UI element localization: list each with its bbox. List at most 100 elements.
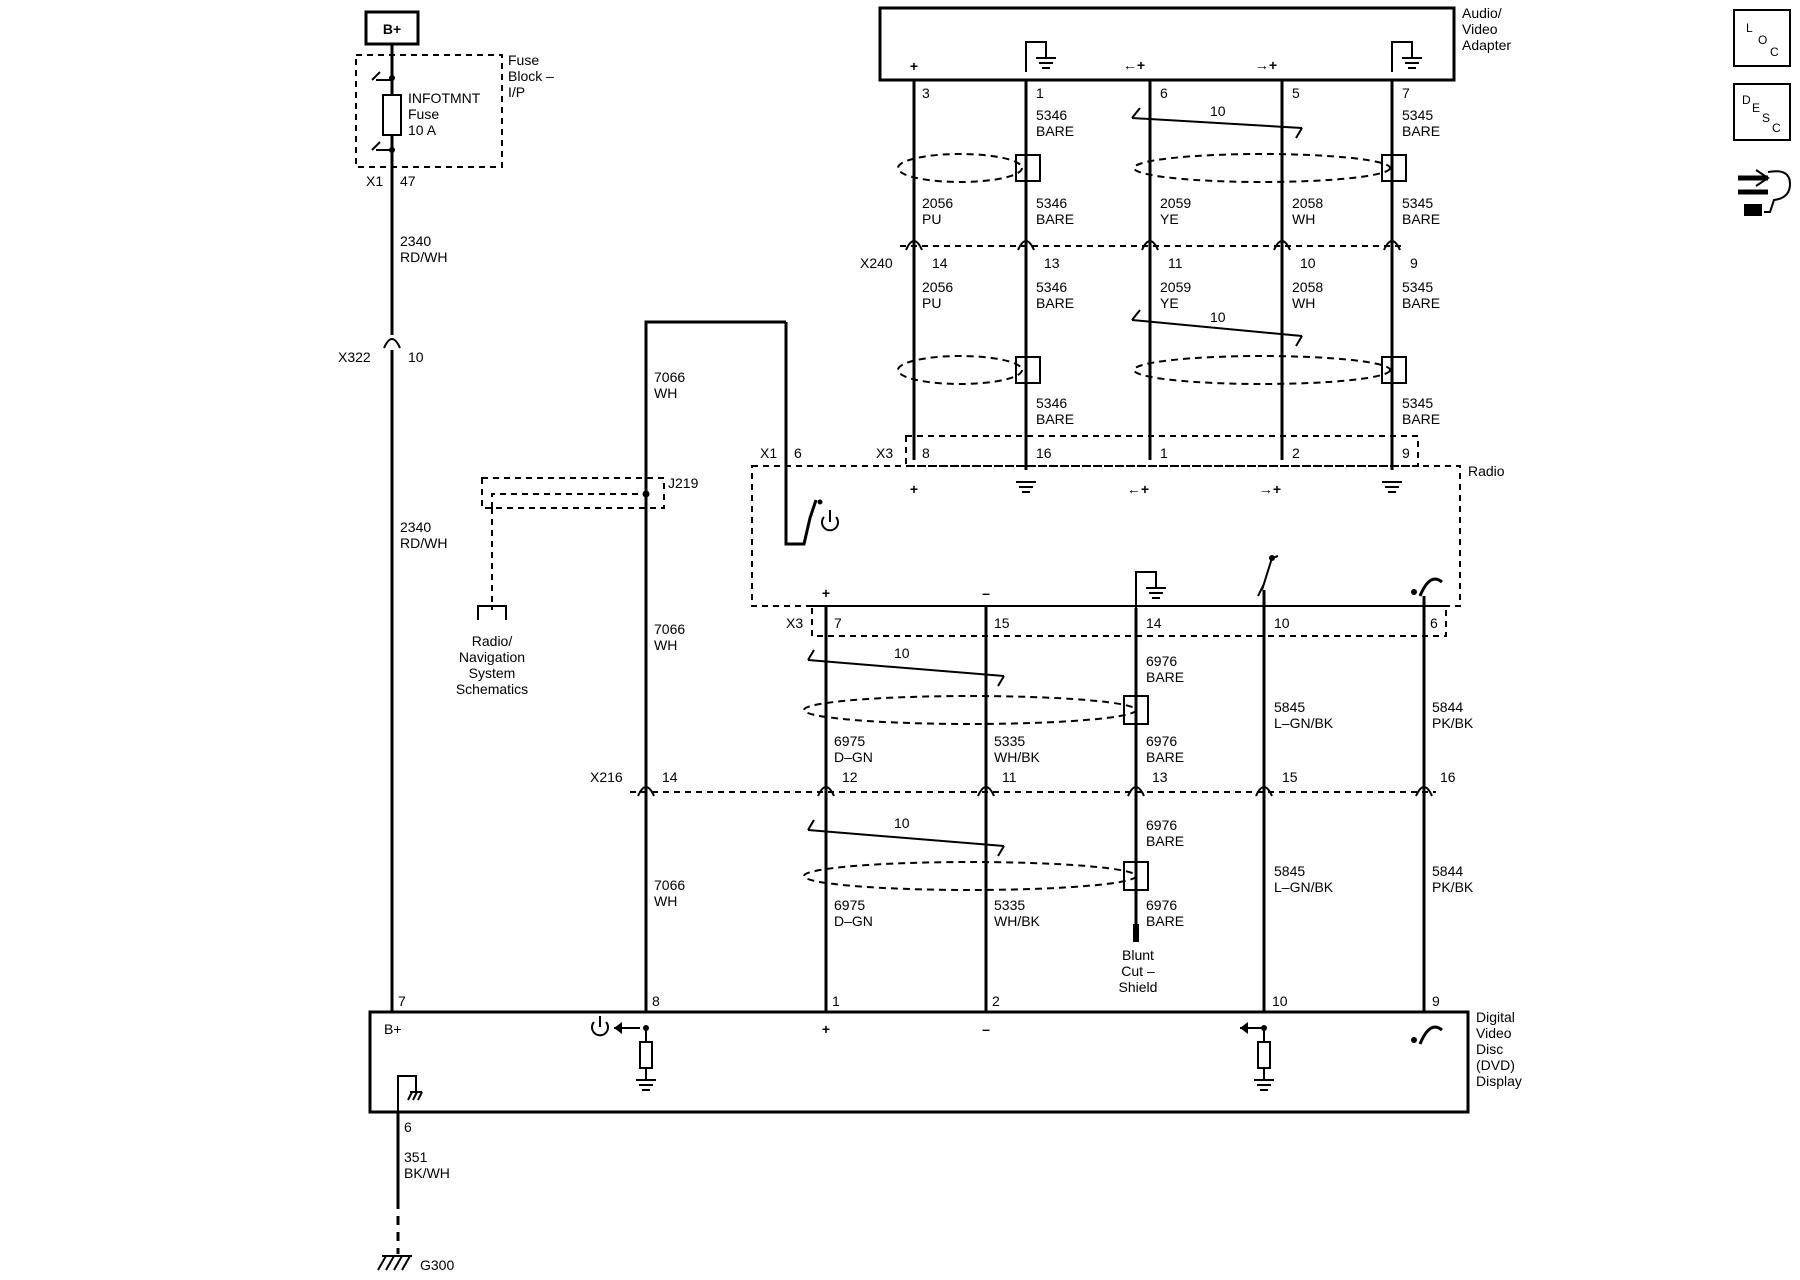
w5346-c-2: BARE bbox=[1036, 411, 1074, 427]
radio-x1-label: X1 bbox=[760, 445, 777, 461]
av-plus-sign: + bbox=[910, 58, 918, 74]
dvd-pin-8: 8 bbox=[652, 993, 660, 1009]
blunt-label-2: Cut – bbox=[1121, 963, 1155, 979]
radio-x3-pin-1: 1 bbox=[1160, 445, 1168, 461]
w2056-a-2: PU bbox=[922, 211, 941, 227]
radio-bottom-plus: + bbox=[822, 585, 830, 601]
twist-count-top: 10 bbox=[1210, 103, 1226, 119]
signal-icon bbox=[1411, 577, 1443, 597]
radio-x3-pin-8: 8 bbox=[922, 445, 930, 461]
wire-2340-label-2: RD/WH bbox=[400, 249, 447, 265]
power-icon bbox=[821, 510, 839, 532]
w2058-a-2: WH bbox=[1292, 211, 1315, 227]
av-pin-3: 3 bbox=[922, 85, 930, 101]
wire-2340: 2340 RD/WH X322 10 2340 RD/WH bbox=[338, 168, 447, 1012]
w2059-b-1: 2059 bbox=[1160, 279, 1191, 295]
av-adapter-title-2: Video bbox=[1462, 21, 1498, 37]
x240-pin-11: 11 bbox=[1168, 255, 1183, 271]
av-adapter-title-1: Audio/ bbox=[1462, 5, 1502, 21]
connector-end-view-icon[interactable] bbox=[1738, 169, 1792, 216]
w5845-b-1: 5845 bbox=[1274, 863, 1305, 879]
dvd-pin-2: 2 bbox=[992, 993, 1000, 1009]
radio-x3-pin-9: 9 bbox=[1402, 445, 1410, 461]
desc-letter-1: D bbox=[1742, 93, 1751, 107]
x322-connector-label: X322 bbox=[338, 349, 371, 365]
dvd-b-plus: B+ bbox=[384, 1021, 402, 1037]
radio-x3-pin-2: 2 bbox=[1292, 445, 1300, 461]
x240-pin-10: 10 bbox=[1300, 255, 1316, 271]
x216-pin-14: 14 bbox=[662, 769, 678, 785]
av-left-arrow-plus: ←+ bbox=[1123, 57, 1145, 73]
signal-icon bbox=[1411, 1025, 1443, 1045]
x240-pin-13: 13 bbox=[1044, 255, 1060, 271]
dvd-title-5: Display bbox=[1476, 1073, 1522, 1089]
ground-icon bbox=[1391, 41, 1422, 72]
w6976-d-2: BARE bbox=[1146, 913, 1184, 929]
chassis-ground-icon bbox=[377, 1255, 412, 1271]
upper-wires: 10 10 5346 BARE 5345 BARE 2056 PU 5346 B… bbox=[860, 80, 1440, 470]
x216-pin-15: 15 bbox=[1282, 769, 1298, 785]
twist-count-mid: 10 bbox=[1210, 309, 1226, 325]
loc-button[interactable]: L O C bbox=[1733, 9, 1791, 67]
w5345-a-2: BARE bbox=[1402, 211, 1440, 227]
w5844-b-2: PK/BK bbox=[1432, 879, 1474, 895]
dvd-pin-1: 1 bbox=[832, 993, 840, 1009]
ref-line-4: Schematics bbox=[456, 681, 528, 697]
w5845-a-2: L–GN/BK bbox=[1274, 715, 1334, 731]
w7066-a-1: 7066 bbox=[654, 369, 685, 385]
w5345-top-1: 5345 bbox=[1402, 107, 1433, 123]
radio-x3-pin-16: 16 bbox=[1036, 445, 1052, 461]
twist-count-lower-a: 10 bbox=[894, 645, 910, 661]
fuse-block-label-2: Block – bbox=[508, 68, 554, 84]
w5345-c-2: BARE bbox=[1402, 411, 1440, 427]
dvd-ground-pin: 6 bbox=[404, 1119, 412, 1135]
w6975-a-2: D–GN bbox=[834, 749, 873, 765]
lower-wires: 10 10 6976 BARE 5845 L–GN/BK 5844 PK/BK … bbox=[590, 590, 1474, 1012]
fuse-block-label-3: I/P bbox=[508, 84, 525, 100]
w7066-a-2: WH bbox=[654, 385, 677, 401]
ref-line-3: System bbox=[469, 665, 516, 681]
dvd-pin-9: 9 bbox=[1432, 993, 1440, 1009]
mic-input-icon bbox=[1257, 555, 1279, 597]
w6976-b-2: BARE bbox=[1146, 749, 1184, 765]
dvd-minus: – bbox=[982, 1021, 990, 1037]
radio-x3-pin-7: 7 bbox=[834, 615, 842, 631]
ground-icon bbox=[636, 1068, 656, 1091]
w7066-c-1: 7066 bbox=[654, 877, 685, 893]
ground-icon bbox=[1016, 481, 1036, 493]
w5345-top-2: BARE bbox=[1402, 123, 1440, 139]
w7066-b-1: 7066 bbox=[654, 621, 685, 637]
x216-connector-label: X216 bbox=[590, 769, 623, 785]
dvd-title-2: Video bbox=[1476, 1025, 1512, 1041]
w5345-a-1: 5345 bbox=[1402, 195, 1433, 211]
dvd-title-3: Disc bbox=[1476, 1041, 1503, 1057]
fuse-icon bbox=[382, 94, 402, 136]
g300-label: G300 bbox=[420, 1257, 454, 1273]
w2058-b-1: 2058 bbox=[1292, 279, 1323, 295]
ground-icon bbox=[1382, 481, 1402, 493]
av-pin-7: 7 bbox=[1402, 85, 1410, 101]
w5345-c-1: 5345 bbox=[1402, 395, 1433, 411]
desc-button[interactable]: D E S C bbox=[1733, 83, 1791, 141]
ref-line-2: Navigation bbox=[459, 649, 525, 665]
w5346-top-2: BARE bbox=[1036, 123, 1074, 139]
battery-supply: B+ bbox=[364, 10, 420, 46]
desc-letter-3: S bbox=[1762, 111, 1770, 125]
w2058-b-2: WH bbox=[1292, 295, 1315, 311]
ground-icon bbox=[1025, 41, 1056, 72]
w6975-b-2: D–GN bbox=[834, 913, 873, 929]
w6976-c-1: 6976 bbox=[1146, 817, 1177, 833]
dvd-plus: + bbox=[822, 1021, 830, 1037]
w5844-b-1: 5844 bbox=[1432, 863, 1463, 879]
ground-icon bbox=[1254, 1068, 1274, 1091]
blunt-label-3: Shield bbox=[1119, 979, 1158, 995]
w2058-a-1: 2058 bbox=[1292, 195, 1323, 211]
radio-x1-pin-6: 6 bbox=[794, 445, 802, 461]
x322-pin: 10 bbox=[408, 349, 424, 365]
radio-left-arrow-plus: ←+ bbox=[1127, 481, 1149, 497]
w5346-b-1: 5346 bbox=[1036, 279, 1067, 295]
radio-x3-pin-10: 10 bbox=[1274, 615, 1290, 631]
av-right-arrow-plus: →+ bbox=[1255, 57, 1277, 73]
x240-connector-label: X240 bbox=[860, 255, 893, 271]
